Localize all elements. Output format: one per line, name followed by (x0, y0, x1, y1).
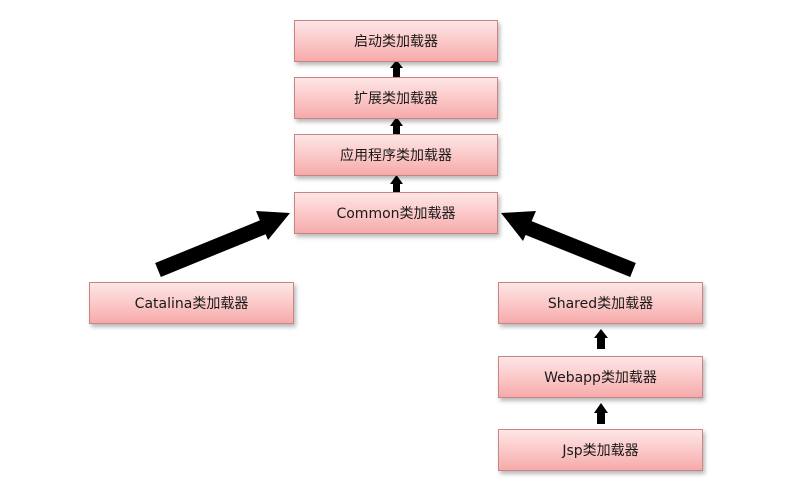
node-jsp-loader: Jsp类加载器 (498, 429, 703, 471)
node-bootstrap-loader: 启动类加载器 (294, 20, 498, 62)
node-common-label: Common类加载器 (336, 206, 456, 222)
arrow-jsp-to-webapp (594, 403, 608, 424)
node-common-loader: Common类加载器 (294, 192, 498, 234)
node-catalina-loader: Catalina类加载器 (89, 282, 294, 324)
node-shared-label: Shared类加载器 (547, 296, 654, 312)
node-webapp-loader: Webapp类加载器 (498, 356, 703, 398)
node-application-label: 应用程序类加载器 (340, 148, 452, 164)
arrow-common-to-application (390, 175, 403, 194)
arrow-extension-to-bootstrap (390, 60, 403, 78)
node-extension-loader: 扩展类加载器 (294, 77, 498, 119)
arrow-application-to-extension (390, 117, 403, 136)
arrow-webapp-to-shared (594, 329, 608, 349)
node-jsp-label: Jsp类加载器 (562, 443, 639, 459)
node-webapp-label: Webapp类加载器 (544, 370, 657, 386)
node-bootstrap-label: 启动类加载器 (354, 34, 438, 50)
arrow-shared-to-common (501, 211, 636, 277)
node-application-loader: 应用程序类加载器 (294, 134, 498, 176)
node-extension-label: 扩展类加载器 (354, 91, 438, 107)
node-shared-loader: Shared类加载器 (498, 282, 703, 324)
node-catalina-label: Catalina类加载器 (134, 296, 249, 312)
arrow-catalina-to-common (155, 211, 290, 277)
